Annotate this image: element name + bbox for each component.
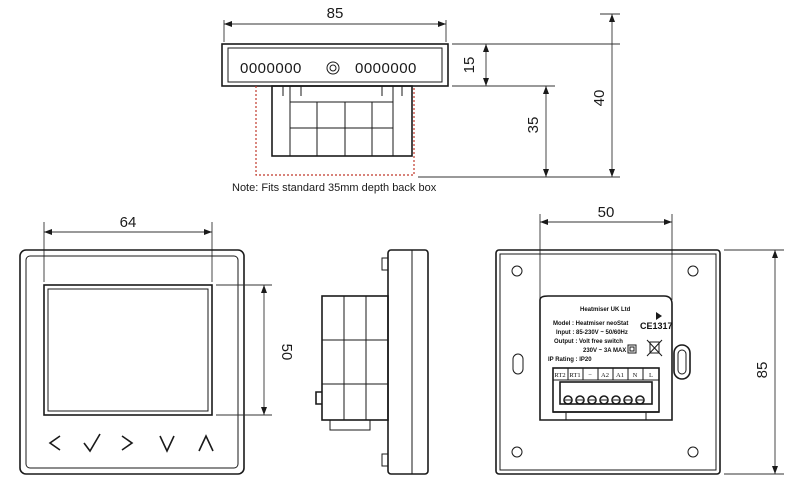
mount-slot-left bbox=[512, 353, 524, 375]
terminal-screws bbox=[563, 395, 645, 405]
screw-icon bbox=[511, 265, 523, 277]
label-company: Heatmiser UK Ltd bbox=[580, 307, 631, 313]
terminal-screw-icon bbox=[599, 395, 609, 405]
note-text: Note: Fits standard 35mm depth back box bbox=[232, 182, 437, 194]
left-arrow-icon bbox=[48, 435, 61, 451]
dim-back-height: 85 bbox=[754, 362, 771, 379]
terminal-screw-icon bbox=[587, 395, 597, 405]
vent-slots-left: 0000000 bbox=[240, 60, 302, 77]
front-view: 64 50 bbox=[19, 214, 295, 475]
dim-top-depth: 15 bbox=[461, 57, 478, 74]
terminal-screw-icon bbox=[623, 395, 633, 405]
terminal-label: N bbox=[633, 372, 638, 379]
double-insulation-icon bbox=[627, 344, 637, 354]
terminal-label: A2 bbox=[601, 372, 609, 379]
dim-box-depth: 35 bbox=[525, 117, 542, 134]
terminal-label: RT2 bbox=[554, 372, 565, 379]
terminal-label: RT1 bbox=[569, 372, 580, 379]
down-arrow-icon bbox=[159, 435, 175, 453]
screw-icon bbox=[511, 446, 523, 458]
dim-screen-height: 50 bbox=[278, 344, 295, 361]
right-arrow-icon bbox=[121, 435, 134, 451]
screw-icon bbox=[326, 61, 340, 75]
label-input: Input : 85-230V ~ 50/60Hz bbox=[556, 330, 628, 336]
arrow-icon bbox=[656, 312, 662, 320]
label-output: Output : Volt free switch bbox=[554, 339, 623, 345]
rating-label bbox=[539, 295, 673, 421]
dim-total-depth: 40 bbox=[591, 90, 608, 107]
screw-icon bbox=[687, 446, 699, 458]
top-view: 85 0000000 0000000 15 bbox=[221, 5, 620, 194]
terminal-screw-icon bbox=[611, 395, 621, 405]
terminal-label: A1 bbox=[616, 372, 624, 379]
side-body bbox=[321, 295, 389, 421]
terminal-screw-icon bbox=[563, 395, 573, 405]
thermostat-front bbox=[19, 249, 245, 475]
mount-slot-right bbox=[673, 344, 691, 380]
vent-slots-right: 0000000 bbox=[355, 60, 417, 77]
up-arrow-icon bbox=[198, 434, 214, 452]
dim-top-width: 85 bbox=[327, 5, 344, 22]
button-row bbox=[48, 433, 214, 453]
side-faceplate bbox=[387, 249, 429, 475]
backbox-outline bbox=[255, 86, 415, 176]
weee-bin-icon bbox=[646, 339, 663, 357]
label-output-rating: 230V ~ 3A MAX bbox=[583, 348, 626, 354]
dim-terminal-width: 50 bbox=[598, 204, 615, 221]
thermostat-back bbox=[495, 249, 721, 475]
terminal-screw-icon bbox=[635, 395, 645, 405]
label-ip-rating: IP Rating : IP20 bbox=[548, 357, 592, 363]
display-screen bbox=[43, 284, 213, 416]
top-body bbox=[271, 85, 413, 157]
ce-mark: CE1317 bbox=[640, 321, 673, 331]
terminal-label: − bbox=[588, 372, 592, 379]
label-model: Model : Heatmiser neoStat bbox=[553, 321, 628, 327]
terminal-label: L bbox=[649, 372, 653, 379]
screw-icon bbox=[687, 265, 699, 277]
side-view bbox=[315, 249, 429, 475]
check-icon bbox=[83, 433, 101, 453]
terminal-block: RT2 RT1 − A2 A1 N L bbox=[552, 367, 660, 421]
dim-front-width: 64 bbox=[120, 214, 137, 231]
terminal-screw-icon bbox=[575, 395, 585, 405]
back-view: 50 Heatmiser UK Ltd Model : Heatmiser ne… bbox=[495, 204, 784, 475]
